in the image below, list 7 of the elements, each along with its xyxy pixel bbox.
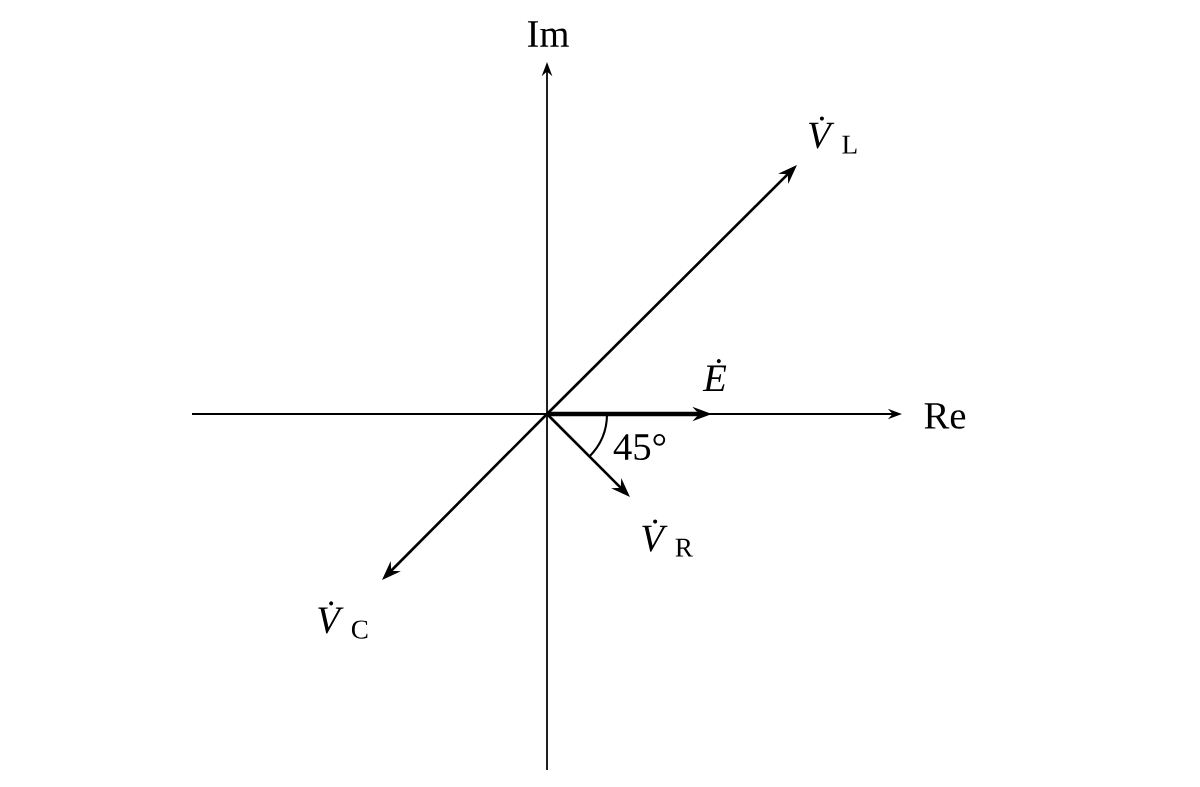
axis-label: Im (527, 21, 569, 47)
phasor-label: V̇$_{R}$ (642, 519, 693, 557)
axis-label: Re (924, 403, 966, 429)
phasor-label: V̇$_{C}$ (318, 601, 368, 639)
angle-label: 45° (613, 433, 666, 461)
phasor-label: Ė (702, 359, 727, 391)
phasor-label: V̇$_{L}$ (809, 116, 857, 154)
